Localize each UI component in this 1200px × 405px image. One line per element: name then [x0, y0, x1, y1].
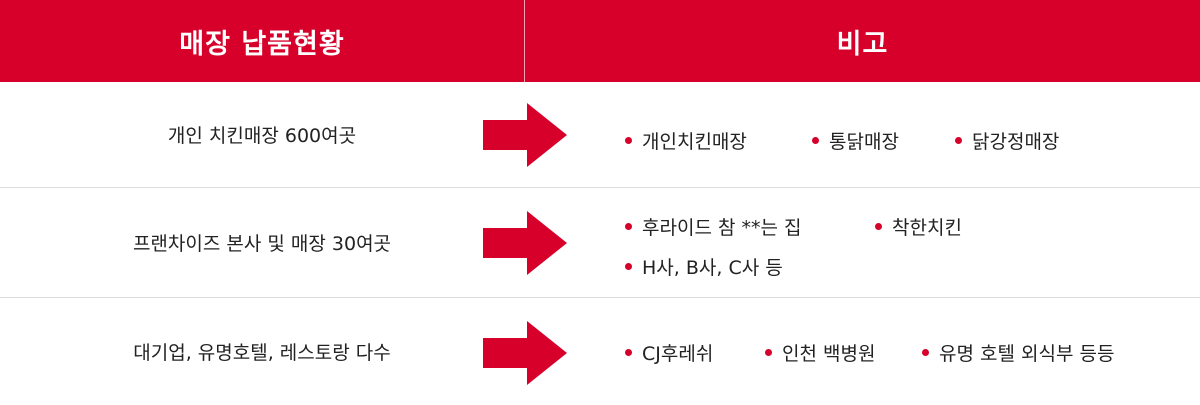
list-item-label: H사, B사, C사 등 — [642, 257, 783, 279]
row-remarks: 후라이드 참 **는 집 착한치킨 H사, B사, C사 등 — [625, 188, 1185, 297]
list-item: 통닭매장 — [812, 127, 899, 154]
table-row: 프랜차이즈 본사 및 매장 30여곳 후라이드 참 **는 집 착한치킨 H사,… — [0, 188, 1200, 298]
list-item-label: 닭강정매장 — [972, 131, 1060, 153]
header-divider — [524, 0, 525, 82]
bullet-dot-icon — [875, 223, 882, 230]
table-row: 개인 치킨매장 600여곳 개인치킨매장 통닭매장 닭강정매장 — [0, 82, 1200, 188]
row-category: 대기업, 유명호텔, 레스토랑 다수 — [133, 342, 391, 364]
bullet-dot-icon — [625, 137, 632, 144]
list-item: 후라이드 참 **는 집 — [625, 213, 801, 240]
bullet-dot-icon — [625, 349, 632, 356]
row-remarks: 개인치킨매장 통닭매장 닭강정매장 — [625, 82, 1185, 187]
arrow-right-icon — [483, 211, 567, 275]
list-item: 인천 백병원 — [765, 339, 875, 366]
list-item: 착한치킨 — [875, 213, 962, 240]
list-item: 닭강정매장 — [955, 127, 1059, 154]
bullet-dot-icon — [625, 263, 632, 270]
row-category: 개인 치킨매장 600여곳 — [167, 125, 357, 147]
arrow-right-icon — [483, 103, 567, 167]
bullet-dot-icon — [625, 223, 632, 230]
list-item-label: 후라이드 참 **는 집 — [642, 217, 802, 239]
list-item: 개인치킨매장 — [625, 127, 747, 154]
bullet-dot-icon — [812, 137, 819, 144]
header-store-supply-status: 매장 납품현황 — [179, 28, 345, 60]
table-row: 대기업, 유명호텔, 레스토랑 다수 CJ후레쉬 인천 백병원 유명 호텔 외식… — [0, 298, 1200, 405]
list-item: H사, B사, C사 등 — [625, 253, 783, 280]
list-item-label: 유명 호텔 외식부 등등 — [939, 343, 1115, 365]
table-header: 매장 납품현황 비고 — [0, 0, 1200, 82]
list-item-label: 착한치킨 — [892, 217, 962, 239]
header-remarks: 비고 — [836, 28, 889, 60]
list-item-label: 개인치킨매장 — [642, 131, 747, 153]
bullet-dot-icon — [765, 349, 772, 356]
list-item-label: 통닭매장 — [829, 131, 899, 153]
row-category: 프랜차이즈 본사 및 매장 30여곳 — [132, 233, 392, 255]
row-remarks: CJ후레쉬 인천 백병원 유명 호텔 외식부 등등 — [625, 298, 1185, 405]
list-item: 유명 호텔 외식부 등등 — [922, 339, 1114, 366]
arrow-right-icon — [483, 321, 567, 385]
bullet-dot-icon — [955, 137, 962, 144]
bullet-dot-icon — [922, 349, 929, 356]
list-item: CJ후레쉬 — [625, 339, 713, 366]
list-item-label: CJ후레쉬 — [642, 343, 714, 365]
list-item-label: 인천 백병원 — [782, 343, 876, 365]
